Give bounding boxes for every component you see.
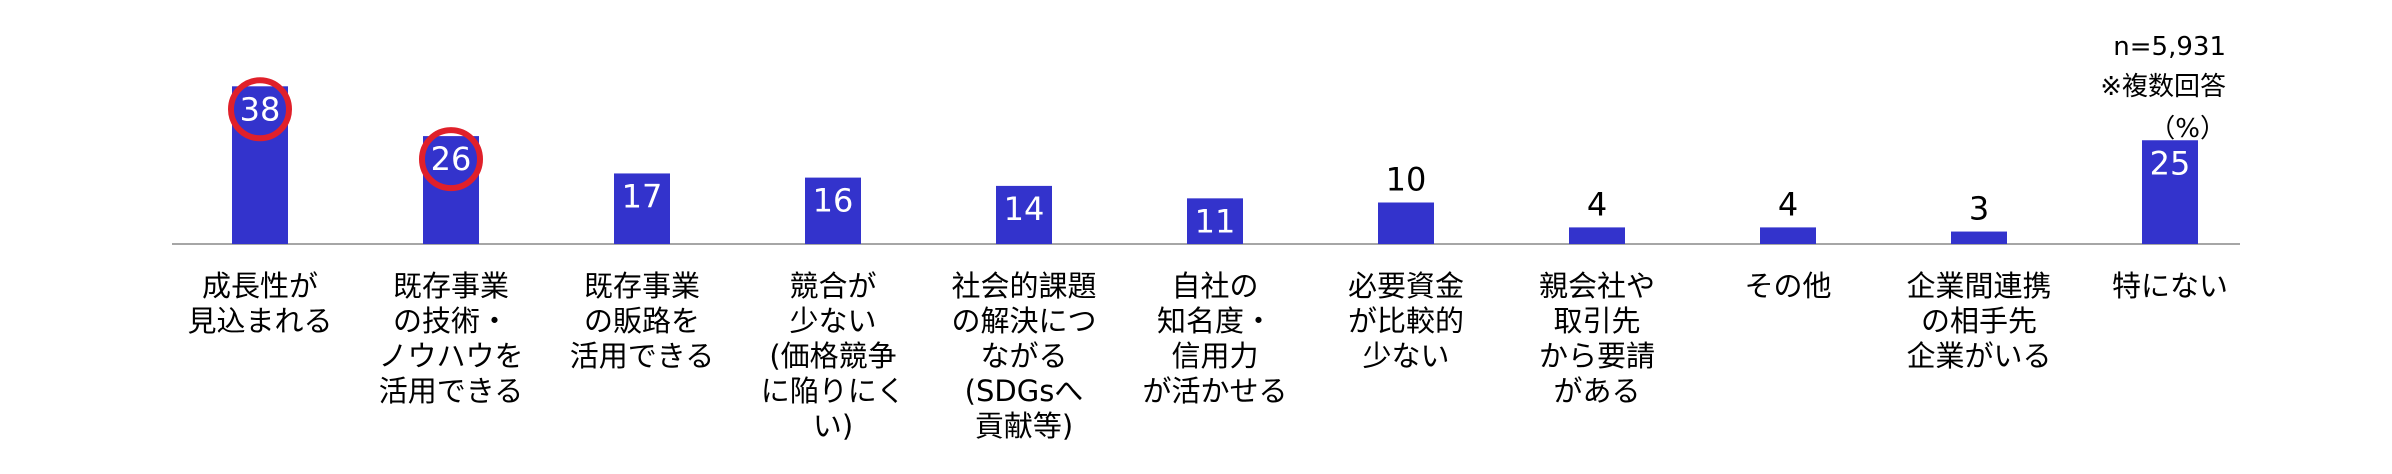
category-label: から要請 [1539,339,1655,373]
bar [1760,227,1816,244]
category-label: の解決につ [951,304,1096,338]
data-label: 10 [1386,161,1427,199]
category-label: い) [813,409,853,443]
category-label: (SDGsへ [965,374,1084,408]
category-label: 既存事業 [584,269,700,303]
data-label: 26 [431,140,472,178]
category-label: (価格競争 [769,339,896,373]
category-label: 自社の [1171,269,1258,303]
data-label: 17 [622,177,663,215]
category-label: 見込まれる [187,304,332,338]
category-label: 必要資金 [1348,269,1464,303]
multiple-answer-note: ※複数回答 [2100,72,2226,102]
bar [1187,198,1243,244]
category-label: 貢献等) [975,409,1073,443]
category-label: 特にない [2112,269,2228,303]
category-label: がある [1553,374,1640,408]
data-label: 38 [240,90,281,128]
category-label: の販路を [584,304,700,338]
category-label: 親会社や [1539,269,1655,303]
category-label: 企業がいる [1906,339,2051,373]
category-label: ノウハウを [378,339,523,373]
category-label: 競合が [789,269,876,303]
sample-size-note: n=5,931 [2113,32,2226,62]
category-label: 企業間連携 [1906,269,2051,303]
category-label: 活用できる [379,374,523,408]
category-label: 信用力 [1171,339,1258,373]
category-label: その他 [1744,269,1831,303]
category-label: 少ない [1362,339,1449,373]
category-label: 成長性が [202,269,318,303]
category-label: が活かせる [1142,374,1287,408]
category-label: 知名度・ [1157,304,1273,338]
category-label: 既存事業 [393,269,509,303]
bar [232,86,288,244]
bar [1569,227,1625,244]
category-label: の相手先 [1921,304,2037,338]
data-label: 4 [1778,185,1798,223]
bar [996,185,1052,244]
data-label: 25 [2150,144,2191,182]
bar [1378,202,1434,244]
category-label: 活用できる [570,339,714,373]
data-label: 16 [813,182,854,220]
category-label: 社会的課題 [951,269,1096,303]
data-label: 3 [1969,190,1989,228]
category-label: が比較的 [1348,304,1464,338]
bar [1951,231,2007,244]
data-label: 14 [1004,190,1045,228]
category-label: 少ない [789,304,876,338]
unit-note: （%） [2149,114,2226,144]
category-label: に陥りにく [761,374,905,408]
category-label: 取引先 [1553,304,1640,338]
data-label: 4 [1587,185,1607,223]
bar [805,177,861,244]
bar [2142,140,2198,244]
bar [614,173,670,244]
category-label: の技術・ [393,304,509,338]
highlight-ring [228,77,292,142]
highlight-ring [419,127,483,192]
category-label: ながる [980,339,1067,373]
data-label: 11 [1195,202,1236,240]
